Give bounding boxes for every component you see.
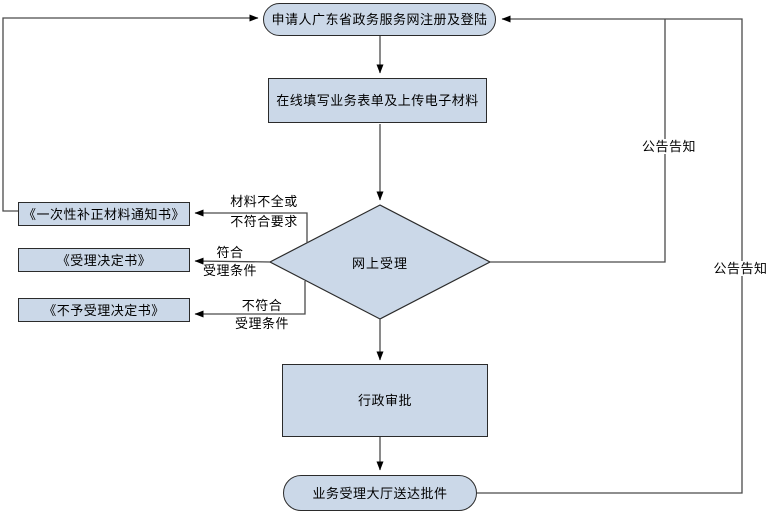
node-correction-notice-label: 《一次性补正材料通知书》 (22, 206, 185, 222)
edge-label-qualified-line2: 受理条件 (202, 263, 257, 278)
node-decision-label: 网上受理 (351, 256, 408, 271)
node-start-label: 申请人广东省政务服务网注册及登陆 (271, 12, 488, 27)
node-approval-label: 行政审批 (357, 393, 412, 408)
edge-correction-notice-to-start (2, 14, 259, 212)
edge-label-qualified-line1: 符合 (216, 245, 244, 260)
edge-delivery-announce-to-start (477, 15, 743, 494)
edge-decision-to-correction-notice (194, 209, 308, 243)
edge-label-unqualified-line2: 受理条件 (234, 316, 289, 331)
node-acceptance-notice: 《受理决定书》 (18, 248, 190, 272)
edge-label-incomplete-line2: 不符合要求 (230, 214, 298, 229)
edge-decision-announce (490, 19, 666, 263)
edge-label-announce-inner: 公告告知 (637, 139, 701, 154)
node-approval: 行政审批 (282, 364, 488, 437)
node-rejection-notice-label: 《不予受理决定书》 (43, 302, 165, 318)
node-form: 在线填写业务表单及上传电子材料 (268, 78, 487, 123)
edge-decision-to-acceptance-notice (194, 257, 271, 265)
node-start: 申请人广东省政务服务网注册及登陆 (263, 3, 496, 36)
node-delivery-label: 业务受理大厅送达批件 (312, 485, 448, 501)
node-acceptance-notice-label: 《受理决定书》 (56, 252, 152, 268)
node-correction-notice: 《一次性补正材料通知书》 (18, 202, 190, 226)
node-form-label: 在线填写业务表单及上传电子材料 (276, 93, 479, 108)
node-rejection-notice: 《不予受理决定书》 (18, 298, 190, 322)
edge-decision-to-rejection-notice (194, 281, 306, 318)
node-delivery: 业务受理大厅送达批件 (283, 475, 477, 511)
edge-label-unqualified-line1: 不符合 (241, 298, 283, 313)
edge-label-incomplete-line1: 材料不全或 (230, 194, 298, 209)
edge-label-announce-outer: 公告告知 (711, 261, 769, 276)
